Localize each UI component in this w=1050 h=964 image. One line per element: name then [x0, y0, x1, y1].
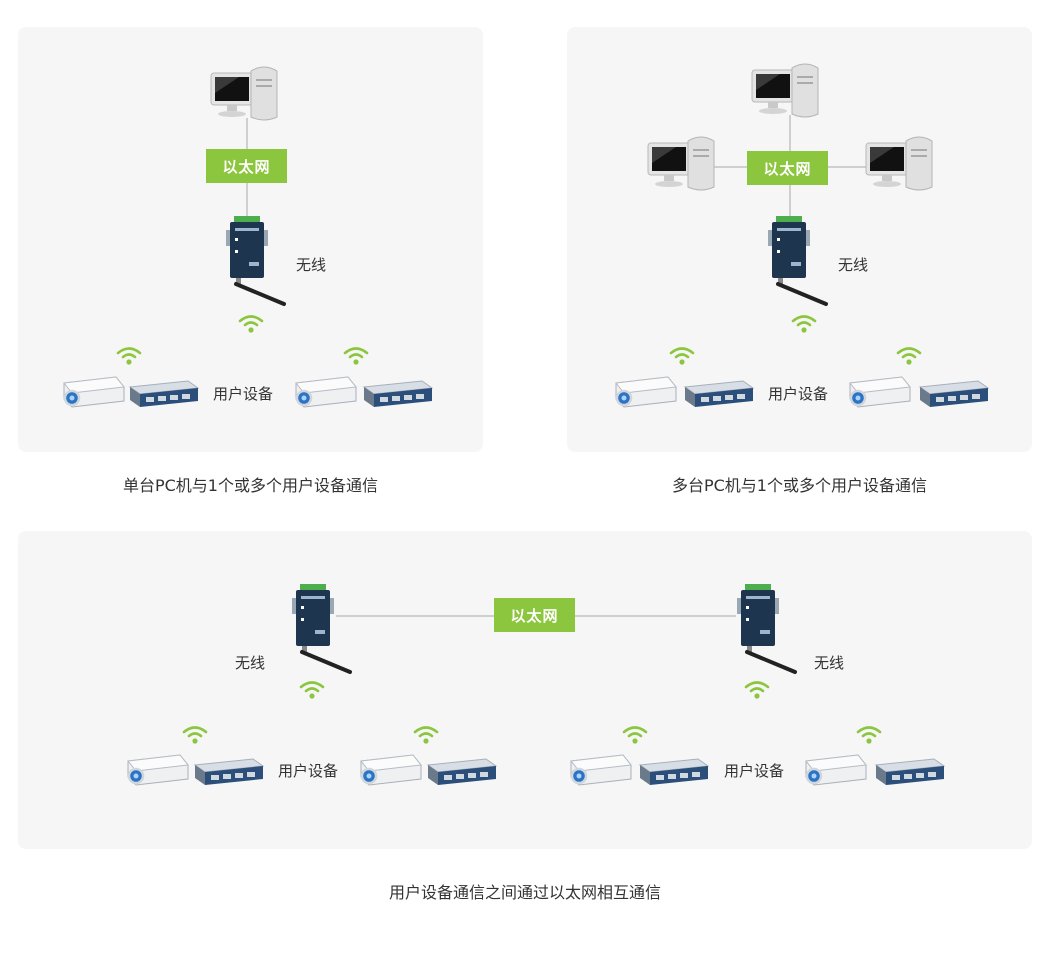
- wifi-signal-icon: [299, 681, 325, 699]
- network-switch-icon: [362, 380, 434, 407]
- desktop-computer-icon: [751, 63, 819, 118]
- projector-icon: [849, 376, 911, 408]
- wifi-signal-icon: [413, 726, 439, 744]
- wireless-label: 无线: [296, 256, 327, 274]
- desktop-computer-icon: [865, 136, 933, 191]
- wireless-label: 无线: [235, 654, 266, 672]
- wifi-signal-icon: [669, 347, 695, 365]
- serial-server-icon: [226, 216, 286, 306]
- wifi-signal-icon: [182, 726, 208, 744]
- ethernet-badge: 以太网: [494, 598, 575, 632]
- network-switch-icon: [638, 758, 710, 785]
- projector-icon: [63, 376, 125, 408]
- caption-multi-pc: 多台PC机与1个或多个用户设备通信: [671, 476, 927, 495]
- serial-server-icon: [737, 584, 797, 674]
- serial-server-icon: [292, 584, 352, 674]
- caption-single-pc: 单台PC机与1个或多个用户设备通信: [122, 476, 378, 495]
- network-switch-icon: [193, 758, 265, 785]
- network-switch-icon: [128, 380, 200, 407]
- projector-icon: [295, 376, 357, 408]
- caption-peer: 用户设备通信之间通过以太网相互通信: [388, 883, 661, 902]
- user-device-label: 用户设备: [278, 762, 339, 780]
- network-switch-icon: [874, 758, 946, 785]
- ethernet-badge: 以太网: [747, 151, 828, 185]
- projector-icon: [360, 754, 422, 786]
- projector-icon: [805, 754, 867, 786]
- wifi-signal-icon: [116, 347, 142, 365]
- wifi-signal-icon: [896, 347, 922, 365]
- wireless-label: 无线: [838, 256, 869, 274]
- user-device-label: 用户设备: [768, 385, 829, 403]
- wifi-signal-icon: [238, 315, 264, 333]
- wifi-signal-icon: [343, 347, 369, 365]
- ethernet-badge: 以太网: [206, 149, 287, 183]
- wifi-signal-icon: [856, 726, 882, 744]
- user-device-label: 用户设备: [213, 385, 274, 403]
- user-device-label: 用户设备: [724, 762, 785, 780]
- projector-icon: [570, 754, 632, 786]
- wifi-signal-icon: [744, 681, 770, 699]
- network-switch-icon: [683, 380, 755, 407]
- wifi-signal-icon: [622, 726, 648, 744]
- panel-peer: [18, 531, 1032, 849]
- wifi-signal-icon: [791, 315, 817, 333]
- desktop-computer-icon: [210, 66, 278, 121]
- projector-icon: [615, 376, 677, 408]
- wireless-label: 无线: [814, 654, 845, 672]
- network-switch-icon: [426, 758, 498, 785]
- serial-server-icon: [768, 216, 828, 306]
- network-switch-icon: [918, 380, 990, 407]
- projector-icon: [127, 754, 189, 786]
- desktop-computer-icon: [647, 136, 715, 191]
